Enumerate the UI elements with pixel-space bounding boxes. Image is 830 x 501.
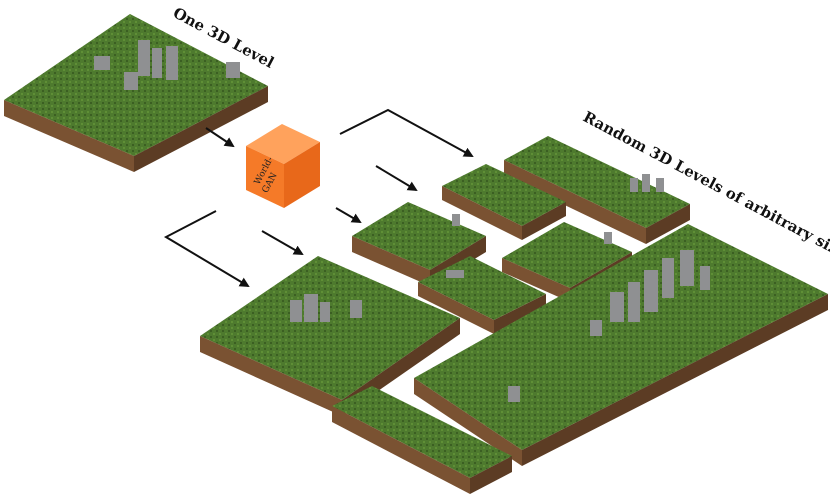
- output-level-strip: [442, 164, 566, 240]
- input-level: [4, 14, 268, 172]
- output-level-large: [414, 224, 828, 466]
- arrow-to-strip: [375, 165, 418, 192]
- arrow-input-to-cube: [205, 127, 235, 148]
- arrow-to-medium: [261, 230, 304, 255]
- arrow-to-small-left: [335, 207, 362, 224]
- output-level-top-right: [504, 136, 690, 244]
- arrow-to-large-left: [163, 210, 250, 288]
- output-arrows: [163, 108, 474, 288]
- output-level-bottom-strip: [332, 386, 512, 494]
- worldgan-cube: World- GAN: [246, 124, 320, 208]
- output-level-mid: [418, 256, 546, 334]
- output-level-medium-left: [200, 256, 460, 416]
- arrow-to-top-right: [339, 108, 474, 157]
- input-stone-cluster: [94, 40, 240, 90]
